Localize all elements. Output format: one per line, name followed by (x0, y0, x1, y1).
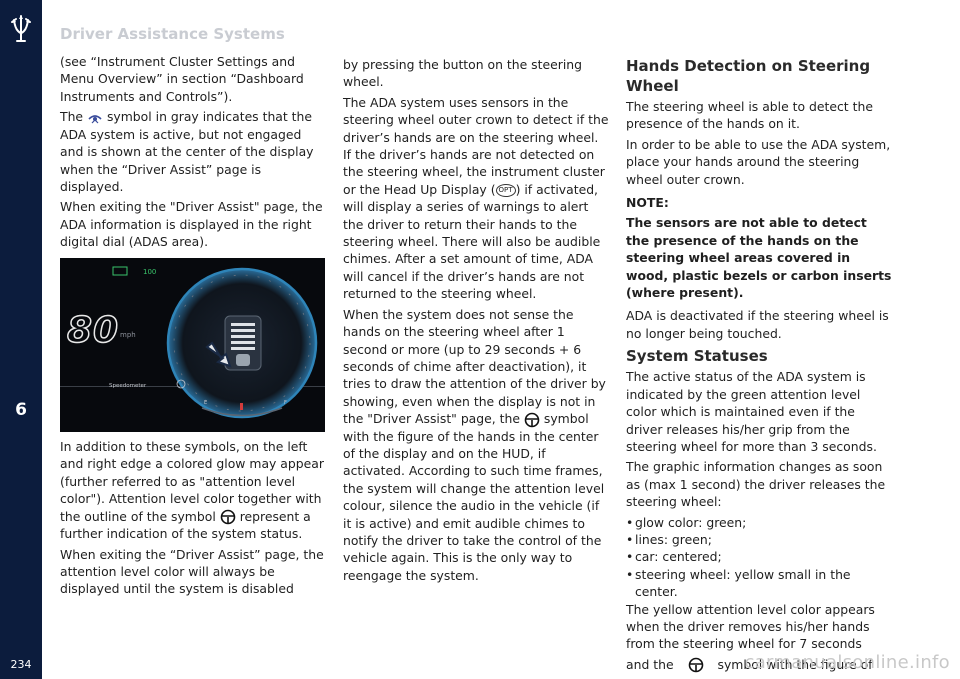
sidebar: 6 234 (0, 0, 42, 679)
text: represent a further indication of the sy… (60, 508, 311, 542)
speed-unit: mph (120, 331, 136, 339)
text: and the (626, 656, 674, 672)
section-title: Driver Assistance Systems (60, 25, 285, 43)
paragraph: The active status of the ADA system is i… (626, 369, 877, 454)
hud-opt-icon: OPT (495, 183, 516, 197)
watermark: carmanualsonline.info (744, 652, 950, 673)
list-item: lines: green; (626, 531, 894, 549)
list-item: car: centered; (626, 548, 894, 566)
column-3: Hands Detection on Steering Wheel The st… (626, 56, 894, 676)
fuel-e: E (204, 400, 207, 406)
text: The (60, 109, 84, 125)
status-bullet-list: glow color: green; lines: green; car: ce… (626, 514, 894, 601)
paragraph: In addition to these symbols, on the lef… (60, 438, 325, 543)
text: symbol with the figure of (717, 656, 873, 672)
speed-readout: 80 (66, 309, 120, 352)
note-label: NOTE: (626, 195, 669, 211)
text: The ADA system uses sensors in the steer… (343, 94, 609, 197)
text: symbol in gray indicates that the ADA sy… (60, 109, 314, 194)
text: ) if activated, will display a series of… (343, 181, 601, 302)
maserati-trident-icon (11, 15, 31, 42)
speedometer-label: Speedometer (109, 383, 147, 389)
paragraph: In order to be able to use the ADA syste… (626, 136, 891, 187)
steering-wheel-icon (220, 509, 236, 525)
paragraph: ADA is deactivated if the steering wheel… (626, 308, 889, 341)
list-item: glow color: green; (626, 514, 894, 532)
paragraph: The steering wheel is able to detect the… (626, 99, 873, 132)
steering-wheel-icon (524, 412, 540, 427)
list-item: steering wheel: yellow small in the cent… (626, 566, 894, 601)
note-body: The sensors are not able to detect the p… (626, 215, 892, 301)
paragraph: When exiting the "Driver Assist" page, t… (60, 199, 323, 250)
heading-system-statuses: System Statuses (626, 347, 768, 366)
text: symbol with the figure of the hands in t… (343, 411, 605, 583)
ada-symbol-icon (88, 114, 102, 124)
paragraph: When the system does not sense the hands… (343, 306, 609, 585)
column-1: (see “Instrument Cluster Settings and Me… (60, 53, 325, 254)
column-1-lower: In addition to these symbols, on the lef… (60, 438, 325, 601)
cluster-graphic: E F (60, 258, 325, 432)
column-2: by pressing the button on the steering w… (343, 56, 609, 587)
text: When the system does not sense the hands… (343, 306, 606, 427)
steering-wheel-icon (688, 657, 703, 673)
paragraph: The ADA system uses sensors in the steer… (343, 94, 609, 303)
paragraph: The symbol in gray indicates that the AD… (60, 108, 325, 195)
chapter-number: 6 (15, 400, 27, 420)
fuel-f: F (284, 400, 287, 406)
page-number: 234 (10, 658, 32, 671)
paragraph: The graphic information changes as soon … (626, 459, 886, 510)
paragraph: by pressing the button on the steering w… (343, 57, 582, 90)
paragraph: and the symbol with the figure of (626, 656, 894, 674)
paragraph: The yellow attention level color appears… (626, 601, 875, 652)
paragraph: When exiting the “Driver Assist” page, t… (60, 546, 324, 597)
instrument-cluster-image: E F 100 80 mph Speedometer (60, 258, 325, 432)
heading-hands-detection: Hands Detection on Steering Wheel (626, 57, 871, 95)
paragraph: (see “Instrument Cluster Settings and Me… (60, 54, 304, 104)
acc-speed: 100 (143, 268, 157, 276)
text: In addition to these symbols, on the lef… (60, 439, 324, 524)
